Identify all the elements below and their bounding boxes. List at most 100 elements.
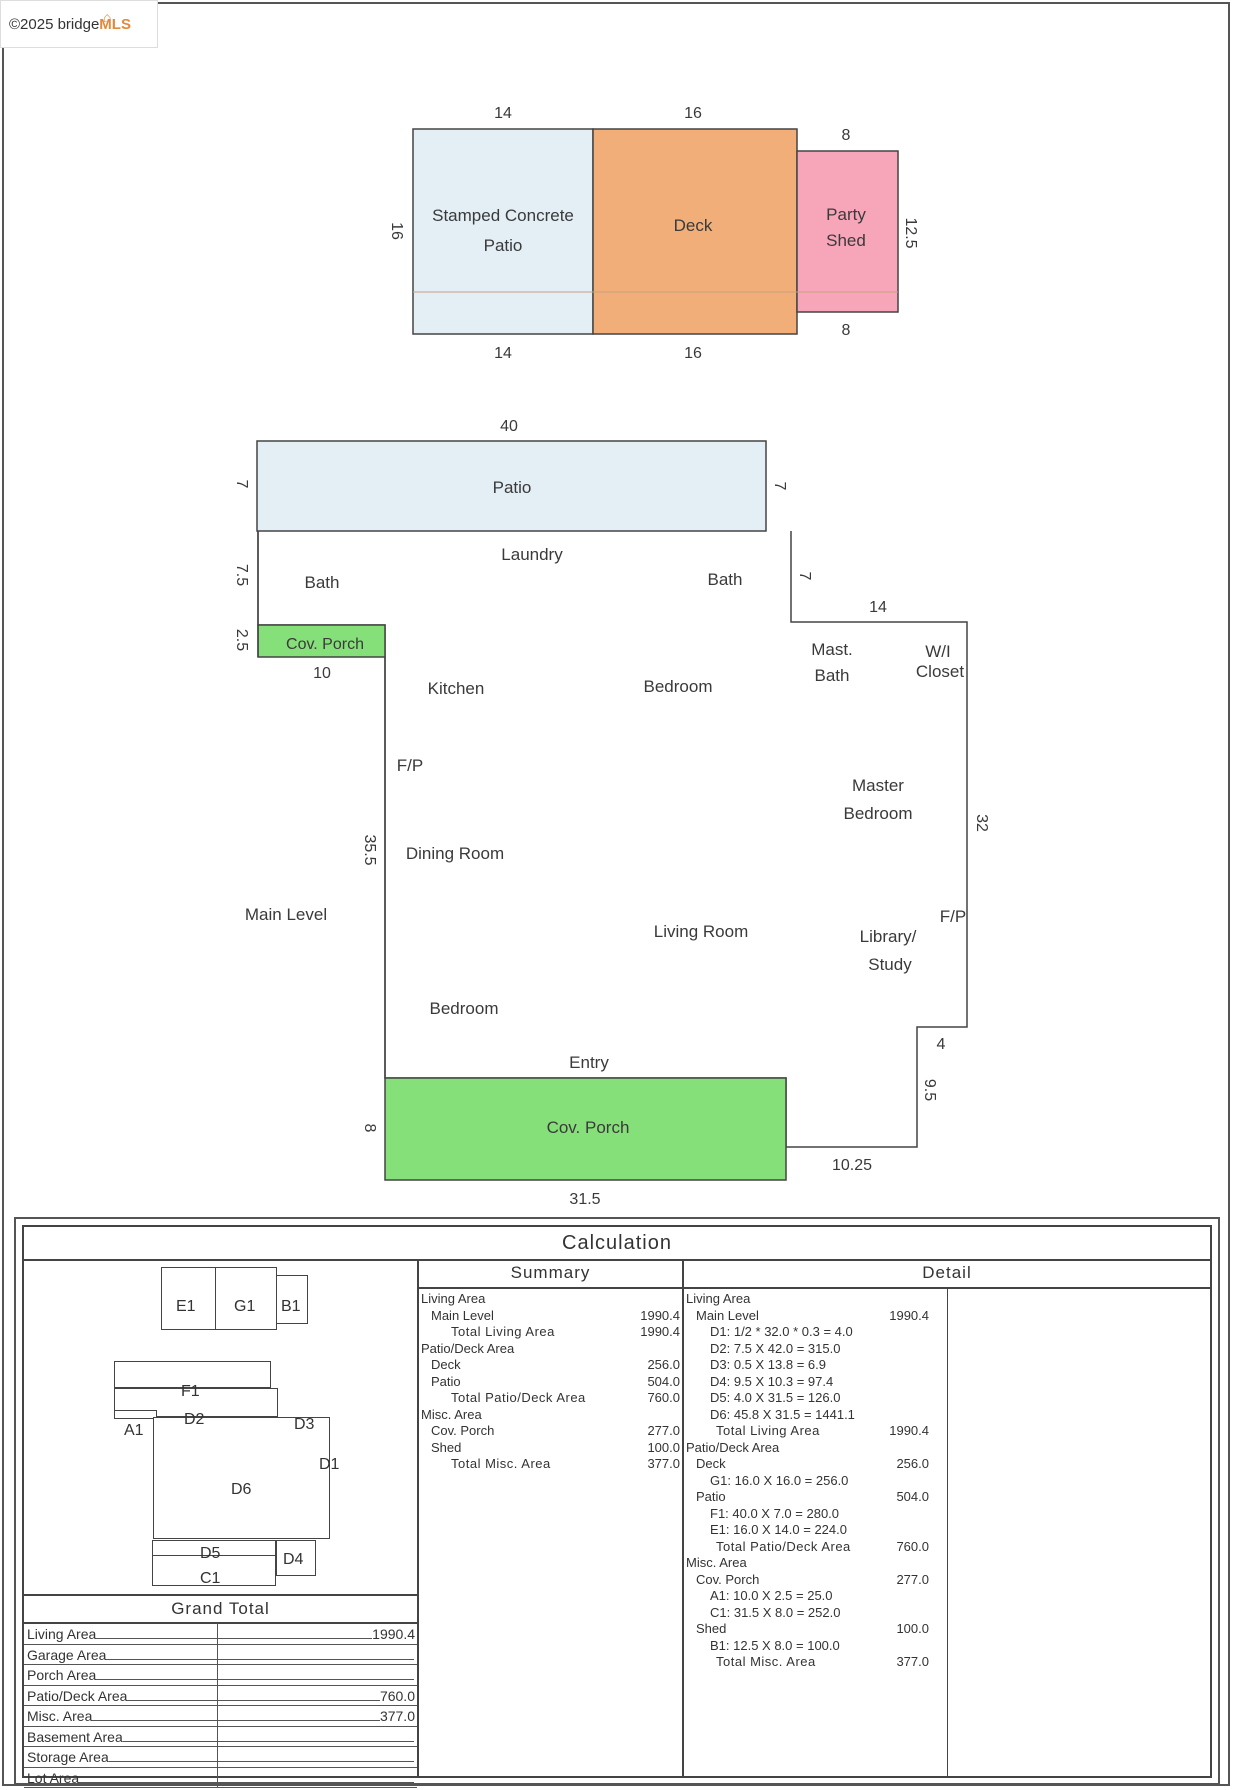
calc-row-label: F1: 40.0 X 7.0 = 280.0	[710, 1505, 840, 1521]
grand-total-row: Storage Area	[24, 1746, 417, 1768]
area-sketch-column: E1 G1 B1 F1 D2 A1 D3 D1 D6 D5 D4 C1 Gran…	[24, 1259, 419, 1788]
calc-row-label: Deck	[696, 1456, 726, 1471]
sketch-label-d3: D3	[294, 1416, 315, 1433]
calc-row-value: 1990.4	[640, 1324, 680, 1339]
grand-total-label: Basement Area	[27, 1728, 123, 1745]
calc-row: A1: 10.0 X 2.5 = 25.0	[684, 1588, 1210, 1605]
dim-patio-right: 7	[771, 482, 788, 491]
calc-row-value: 504.0	[647, 1373, 680, 1389]
dim-porch-w: 31.5	[569, 1191, 600, 1208]
front-covered-porch	[384, 1077, 787, 1181]
calc-row: G1: 16.0 X 16.0 = 256.0	[684, 1473, 1210, 1490]
room-fp-right: F/P	[940, 907, 966, 926]
calc-row-label: Deck	[431, 1357, 461, 1372]
sketch-a1	[114, 1410, 157, 1419]
small-covered-porch	[257, 624, 386, 658]
calc-row-label: Total Patio/Deck Area	[451, 1390, 586, 1405]
calc-row-label: Total Patio/Deck Area	[716, 1538, 851, 1554]
calculation-panel: Calculation E1 G1 B1 F1 D2 A1 D3 D1 D6 D…	[14, 1217, 1220, 1788]
grand-total-underline	[96, 1679, 414, 1680]
dim-deck-bottom: 16	[684, 345, 702, 360]
sketch-label-d5: D5	[200, 1545, 221, 1562]
main-level-label: Main Level	[245, 905, 327, 924]
room-library-1: Library/	[860, 927, 917, 946]
grand-total-label: Storage Area	[27, 1749, 109, 1765]
grand-total-separator	[217, 1664, 218, 1686]
calc-row-value: 1990.4	[889, 1423, 929, 1438]
calc-row-label: Total Living Area	[716, 1423, 820, 1438]
dim-shed-top: 8	[842, 127, 851, 144]
room-library-2: Study	[868, 955, 912, 974]
calc-row: Patio/Deck Area	[419, 1341, 682, 1358]
sketch-label-f1: F1	[181, 1383, 200, 1400]
calc-row: Total Patio/Deck Area 760.0	[419, 1390, 682, 1407]
dim-left-main: 35.5	[361, 834, 378, 865]
room-laundry: Laundry	[501, 545, 563, 564]
room-fp-left: F/P	[397, 756, 423, 775]
detail-divider	[947, 1289, 948, 1776]
summary-title: Summary	[419, 1259, 682, 1289]
calc-row: D6: 45.8 X 31.5 = 1441.1	[684, 1407, 1210, 1424]
party-shed-area	[796, 150, 899, 313]
calc-row-label: Cov. Porch	[696, 1571, 760, 1587]
calc-row-label: C1: 31.5 X 8.0 = 252.0	[710, 1604, 841, 1620]
patio-label-1: Stamped Concrete	[432, 206, 574, 225]
dim-patio-bottom: 14	[494, 345, 512, 360]
grand-total-title: Grand Total	[24, 1594, 417, 1624]
grand-total-label: Porch Area	[27, 1667, 97, 1683]
dim-deck-top: 16	[684, 105, 702, 122]
calc-row-label: A1: 10.0 X 2.5 = 25.0	[710, 1588, 833, 1603]
sketch-b1	[276, 1275, 308, 1324]
patio-label-2: Patio	[484, 236, 523, 255]
grand-total-underline	[79, 1781, 414, 1783]
calc-row-label: Shed	[696, 1621, 727, 1636]
room-bath-left: Bath	[305, 573, 340, 592]
rear-patio	[256, 440, 767, 532]
sketch-label-a1: A1	[124, 1422, 144, 1439]
dim-patio-top: 14	[494, 105, 512, 122]
stamped-patio-area	[412, 128, 594, 335]
dim-patio-left: 7	[233, 480, 250, 489]
room-dining: Dining Room	[406, 844, 504, 863]
calc-row-label: D4: 9.5 X 10.3 = 97.4	[710, 1373, 834, 1389]
room-kitchen: Kitchen	[428, 679, 485, 698]
calc-row-value: 100.0	[647, 1439, 680, 1455]
calc-row: D4: 9.5 X 10.3 = 97.4	[684, 1374, 1210, 1391]
calc-row: Patio/Deck Area	[684, 1440, 1210, 1457]
room-master-1: Master	[852, 776, 904, 795]
sketch-c1	[152, 1555, 276, 1586]
dim-left-upper: 7.5	[233, 564, 250, 586]
grand-total-separator	[217, 1684, 218, 1706]
sketch-label-e1: E1	[176, 1298, 196, 1315]
room-bath-right: Bath	[708, 570, 743, 589]
calc-row-label: Total Misc. Area	[451, 1456, 551, 1471]
calc-row-label: Patio/Deck Area	[421, 1340, 515, 1356]
grand-total-label: Patio/Deck Area	[27, 1687, 128, 1704]
grand-total-label: Misc. Area	[27, 1708, 93, 1724]
calc-row: D1: 1/2 * 32.0 * 0.3 = 4.0	[684, 1324, 1210, 1341]
calc-row-label: D6: 45.8 X 31.5 = 1441.1	[710, 1406, 855, 1422]
grand-total-row: Porch Area	[24, 1664, 417, 1686]
dim-patio-top: 40	[500, 418, 518, 435]
small-porch-label: Cov. Porch	[286, 636, 364, 653]
shed-label-2: Shed	[826, 231, 866, 250]
calc-row-label: Misc. Area	[686, 1555, 747, 1570]
dim-outdoor-right: 12.5	[902, 217, 919, 248]
calc-row-label: Cov. Porch	[431, 1423, 495, 1438]
sketch-label-d6: D6	[231, 1481, 252, 1498]
calc-row: D2: 7.5 X 42.0 = 315.0	[684, 1341, 1210, 1358]
calc-row-value: 277.0	[896, 1571, 929, 1587]
grand-total-separator	[217, 1725, 218, 1747]
calc-row-value: 760.0	[647, 1390, 680, 1405]
dim-right-notch: 7	[796, 572, 813, 581]
calc-row-label: G1: 16.0 X 16.0 = 256.0	[710, 1472, 849, 1488]
